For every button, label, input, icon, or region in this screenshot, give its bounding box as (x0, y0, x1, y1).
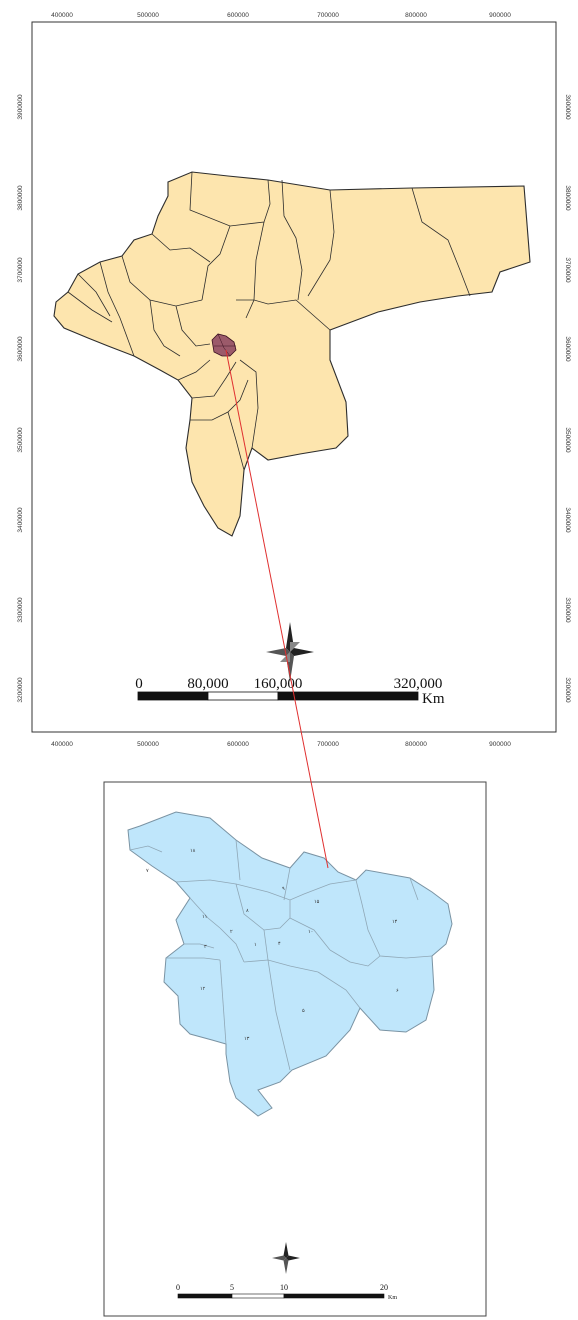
scale-label-320000: 320,000 (394, 676, 443, 692)
county-boundaries (67, 171, 471, 471)
district-label-3: ۳ (204, 944, 207, 950)
district-label-2: ۲ (230, 929, 233, 935)
x-tick-bottom-500000: 500000 (137, 741, 159, 748)
province-scale-bar: 0 80,000 160,000 320,000 Km (135, 676, 445, 707)
x-tick-bottom-400000: 400000 (51, 741, 73, 748)
scale-seg-2 (207, 691, 279, 701)
district-label-13: ۱۳ (244, 1036, 250, 1042)
district-label-11: ۱۱ (202, 914, 207, 920)
x-tick-top-900000: 900000 (489, 12, 511, 19)
city-scale-seg-3 (283, 1293, 385, 1299)
y-tick-left-3400000: 3400000 (17, 507, 24, 533)
y-tick-left-3300000: 3300000 (17, 597, 24, 623)
district-label-4: ۴ (278, 941, 281, 947)
city-highlight-detail (214, 333, 236, 357)
district-label-15: ۱۵ (314, 899, 320, 905)
district-label-8: ۸ (246, 908, 249, 914)
x-tick-bottom-600000: 600000 (227, 741, 249, 748)
province-outline (53, 171, 531, 537)
city-highlight (211, 333, 237, 357)
district-labels: ۱۸ ۷ ۹ ۱۵ ۸ ۱۱ ۲ ۱۰ ۱۴ ۳ ۱ ۴ ۱۲ ۵ ۶ ۱۳ (146, 848, 399, 1042)
scale-seg-1 (137, 691, 209, 701)
district-label-9: ۹ (282, 886, 285, 892)
district-label-1: ۱ (254, 942, 257, 948)
north-arrow-small-icon (272, 1242, 300, 1274)
y-tick-left-3800000: 3800000 (17, 185, 24, 211)
y-tick-right-3800000: 3800000 (564, 185, 571, 211)
y-tick-left-3600000: 3600000 (17, 336, 24, 362)
district-label-12: ۱۲ (200, 986, 206, 992)
north-arrow-icon (266, 622, 314, 682)
y-tick-left-3700000: 3700000 (17, 257, 24, 283)
city-scale-label-5: 5 (230, 1283, 234, 1292)
city-scale-bar: 0 5 10 20 Km (176, 1283, 397, 1301)
x-tick-top-800000: 800000 (405, 12, 427, 19)
y-tick-left-3900000: 3900000 (17, 94, 24, 120)
x-tick-top-600000: 600000 (227, 12, 249, 19)
x-tick-bottom-700000: 700000 (317, 741, 339, 748)
city-map-panel: ۱۸ ۷ ۹ ۱۵ ۸ ۱۱ ۲ ۱۰ ۱۴ ۳ ۱ ۴ ۱۲ ۵ ۶ ۱۳ (103, 781, 487, 1317)
y-tick-right-3900000: 3900000 (564, 94, 571, 120)
y-tick-right-3700000: 3700000 (564, 257, 571, 283)
district-label-6: ۶ (396, 988, 399, 994)
district-label-10: ۱۰ (308, 929, 313, 935)
scale-label-160000: 160,000 (254, 676, 303, 692)
y-tick-right-3200000: 3200000 (564, 677, 571, 703)
connector-line (225, 349, 329, 869)
district-label-14: ۱۴ (392, 919, 398, 925)
district-label-5: ۵ (302, 1008, 305, 1014)
scale-unit: Km (422, 691, 445, 707)
city-scale-unit: Km (388, 1295, 397, 1301)
district-label-18: ۱۸ (190, 848, 196, 854)
x-tick-bottom-900000: 900000 (489, 741, 511, 748)
city-scale-label-20: 20 (380, 1283, 388, 1292)
y-tick-right-3400000: 3400000 (564, 507, 571, 533)
x-tick-top-500000: 500000 (137, 12, 159, 19)
y-tick-right-3500000: 3500000 (564, 427, 571, 453)
y-tick-left-3200000: 3200000 (17, 677, 24, 703)
city-scale-seg-2 (231, 1293, 285, 1299)
district-label-7: ۷ (146, 868, 149, 874)
x-tick-bottom-800000: 800000 (405, 741, 427, 748)
scale-label-0: 0 (135, 676, 143, 692)
city-outline (127, 811, 453, 1117)
y-tick-right-3300000: 3300000 (564, 597, 571, 623)
scale-seg-3 (277, 691, 419, 701)
x-tick-top-400000: 400000 (51, 12, 73, 19)
scale-label-80000: 80,000 (187, 676, 228, 692)
x-tick-top-700000: 700000 (317, 12, 339, 19)
city-scale-label-0: 0 (176, 1283, 180, 1292)
city-scale-seg-1 (177, 1293, 233, 1299)
district-boundaries (129, 839, 433, 1071)
y-tick-right-3600000: 3600000 (564, 336, 571, 362)
y-tick-left-3500000: 3500000 (17, 427, 24, 453)
city-scale-label-10: 10 (280, 1283, 288, 1292)
province-map-panel: 400000 500000 600000 700000 800000 90000… (17, 12, 571, 748)
